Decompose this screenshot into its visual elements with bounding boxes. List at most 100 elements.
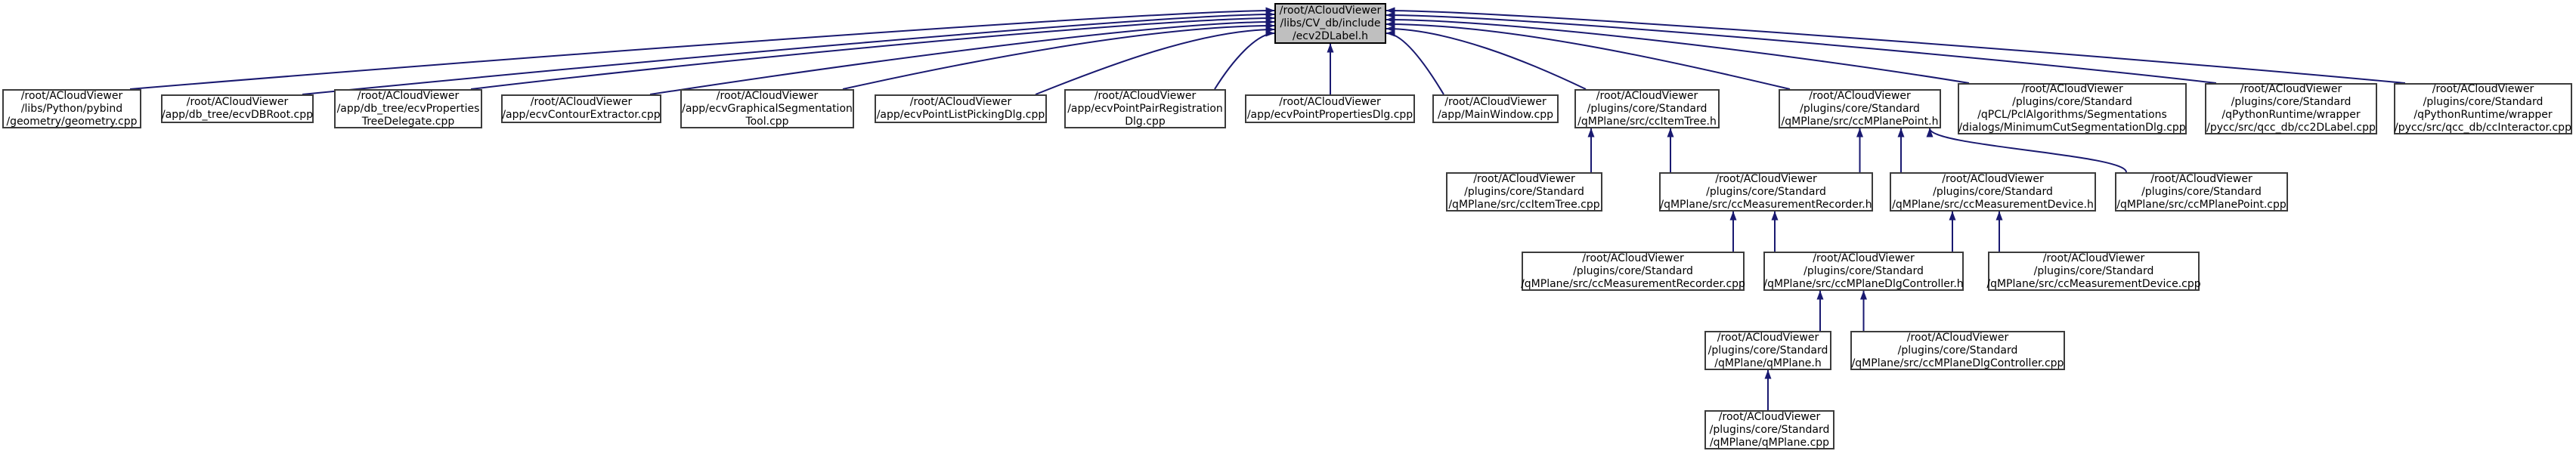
graph-node-label-line: /root/ACloudViewer xyxy=(1906,331,2009,344)
graph-node-label-line: /root/ACloudViewer xyxy=(2240,83,2342,95)
graph-node-label-line: /plugins/core/Standard xyxy=(2141,185,2262,198)
graph-node-qMPlane.h[interactable]: /root/ACloudViewer/plugins/core/Standard… xyxy=(1704,331,1831,370)
graph-node-label-line: /plugins/core/Standard xyxy=(1587,102,1708,115)
graph-node-label-line: /root/ACloudViewer xyxy=(716,89,819,102)
graph-node-label-line: /qPCL/PclAlgorithms/Segmentations xyxy=(1977,109,2167,121)
include-edge-MinimumCutSegmentationDlg.cpp-to-ecv2DLabel.h xyxy=(1386,16,1970,84)
graph-node-label-line: /app/ecvPointListPickingDlg.cpp xyxy=(876,109,1045,121)
include-edge-ecvContourExtractor.cpp-to-ecv2DLabel.h xyxy=(649,18,1275,95)
graph-node-label-line: /qMPlane/src/ccMeasurementRecorder.h xyxy=(1660,198,1872,211)
graph-node-label-line: /qMPlane/src/ccMPlanePoint.h xyxy=(1781,115,1939,128)
graph-node-MainWindow.cpp[interactable]: /root/ACloudViewer/app/MainWindow.cpp xyxy=(1432,94,1559,123)
graph-node-cc2DLabel.cpp[interactable]: /root/ACloudViewer/plugins/core/Standard… xyxy=(2205,83,2377,134)
graph-node-label-line: /app/ecvContourExtractor.cpp xyxy=(502,109,661,121)
include-edge-ccMPlanePoint.cpp-to-ccMPlanePoint.h xyxy=(1926,128,2127,173)
include-edge-ecvPointListPickingDlg.cpp-to-ecv2DLabel.h xyxy=(1035,26,1275,95)
include-edge-ecvPropertiesTreeDelegate.cpp-to-ecv2DLabel.h xyxy=(470,14,1275,90)
graph-node-label-line: /qMPlane/src/ccMPlaneDlgController.cpp xyxy=(1851,357,2064,369)
graph-node-label-line: /geometry/geometry.cpp xyxy=(6,115,138,128)
graph-node-label-line: /root/ACloudViewer xyxy=(530,96,633,108)
graph-node-ecvGraphicalSegmentationTool.cpp[interactable]: /root/ACloudViewer/app/ecvGraphicalSegme… xyxy=(680,89,854,128)
graph-node-qMPlane.cpp[interactable]: /root/ACloudViewer/plugins/core/Standard… xyxy=(1704,410,1834,449)
graph-node-label-line: /root/ACloudViewer xyxy=(2432,83,2534,95)
graph-node-label-line: /plugins/core/Standard xyxy=(2231,96,2352,108)
graph-node-label-line: /qMPlane/qMPlane.h xyxy=(1714,357,1822,369)
graph-node-label-line: /qMPlane/src/ccMeasurementDevice.h xyxy=(1892,198,2094,211)
graph-node-ccItemTree.cpp[interactable]: /root/ACloudViewer/plugins/core/Standard… xyxy=(1446,172,1602,212)
graph-node-label-line: /plugins/core/Standard xyxy=(1708,344,1828,357)
graph-node-label-line: Dlg.cpp xyxy=(1125,115,1166,128)
graph-node-ecvContourExtractor.cpp[interactable]: /root/ACloudViewer/app/ecvContourExtract… xyxy=(501,94,661,123)
graph-node-label-line: /root/ACloudViewer xyxy=(1596,89,1698,102)
graph-node-label-line: /dialogs/MinimumCutSegmentationDlg.cpp xyxy=(1958,122,2186,134)
graph-node-label-line: /root/ACloudViewer xyxy=(1813,252,1915,264)
graph-node-label-line: /plugins/core/Standard xyxy=(1933,185,2053,198)
graph-node-ccMPlaneDlgController.cpp[interactable]: /root/ACloudViewer/plugins/core/Standard… xyxy=(1850,331,2065,370)
graph-node-label-line: /plugins/core/Standard xyxy=(1573,264,1693,277)
graph-node-label-line: /plugins/core/Standard xyxy=(1800,102,1920,115)
graph-node-geometry.cpp[interactable]: /root/ACloudViewer/libs/Python/pybind/ge… xyxy=(2,89,141,128)
graph-node-label-line: /root/ACloudViewer xyxy=(1279,96,1381,108)
include-edge-ecvDBRoot.cpp-to-ecv2DLabel.h xyxy=(302,11,1275,95)
graph-node-label-line: /root/ACloudViewer xyxy=(1717,331,1819,344)
graph-node-ecvPointPairRegistrationDlg.cpp[interactable]: /root/ACloudViewer/app/ecvPointPairRegis… xyxy=(1064,89,1226,128)
graph-node-label-line: /qMPlane/src/ccMPlanePoint.cpp xyxy=(2116,198,2287,211)
graph-node-ccMPlaneDlgController.h[interactable]: /root/ACloudViewer/plugins/core/Standard… xyxy=(1763,252,1964,291)
graph-node-ccMeasurementDevice.cpp[interactable]: /root/ACloudViewer/plugins/core/Standard… xyxy=(1986,252,2201,291)
graph-node-label-line: /qPythonRuntime/wrapper xyxy=(2221,109,2361,121)
graph-node-ccMeasurementDevice.h[interactable]: /root/ACloudViewer/plugins/core/Standard… xyxy=(1890,172,2096,212)
include-edge-ccItemTree.h-to-ecv2DLabel.h xyxy=(1386,25,1587,90)
graph-node-label-line: /qMPlane/src/ccItemTree.cpp xyxy=(1448,198,1600,211)
graph-node-label-line: /app/db_tree/ecvProperties xyxy=(336,102,480,115)
graph-node-ccInteractor.cpp[interactable]: /root/ACloudViewer/plugins/core/Standard… xyxy=(2394,83,2572,134)
graph-node-label-line: /root/ACloudViewer xyxy=(1279,4,1382,17)
graph-node-ccMeasurementRecorder.cpp[interactable]: /root/ACloudViewer/plugins/core/Standard… xyxy=(1521,252,1745,291)
graph-node-label-line: /qMPlane/qMPlane.cpp xyxy=(1709,436,1830,449)
graph-node-label-line: /plugins/core/Standard xyxy=(2012,96,2132,108)
graph-node-ecvPropertiesTreeDelegate.cpp[interactable]: /root/ACloudViewer/app/db_tree/ecvProper… xyxy=(334,89,482,128)
graph-node-label-line: /root/ACloudViewer xyxy=(20,89,123,102)
include-edge-ccInteractor.cpp-to-ecv2DLabel.h xyxy=(1386,7,2406,84)
graph-node-ccMeasurementRecorder.h[interactable]: /root/ACloudViewer/plugins/core/Standard… xyxy=(1659,172,1873,212)
graph-node-label-line: /plugins/core/Standard xyxy=(1709,423,1830,436)
graph-node-ccMPlanePoint.h[interactable]: /root/ACloudViewer/plugins/core/Standard… xyxy=(1779,89,1941,128)
graph-node-label-line: /root/ACloudViewer xyxy=(1809,89,1911,102)
graph-node-label-line: /app/ecvPointPairRegistration xyxy=(1067,102,1223,115)
include-edge-ecvPointPairRegistrationDlg.cpp-to-ecv2DLabel.h xyxy=(1214,29,1275,90)
graph-node-ecvPointPropertiesDlg.cpp[interactable]: /root/ACloudViewer/app/ecvPointPropertie… xyxy=(1245,94,1415,123)
graph-node-label-line: /root/ACloudViewer xyxy=(186,96,289,108)
graph-node-label-line: /plugins/core/Standard xyxy=(1464,185,1584,198)
graph-node-label-line: /plugins/core/Standard xyxy=(2033,264,2154,277)
graph-node-label-line: /root/ACloudViewer xyxy=(1094,89,1197,102)
graph-node-label-line: TreeDelegate.cpp xyxy=(361,115,455,128)
graph-node-label-line: /root/ACloudViewer xyxy=(2042,252,2145,264)
graph-node-label-line: /root/ACloudViewer xyxy=(1715,172,1817,185)
graph-node-label-line: Tool.cpp xyxy=(745,115,789,128)
graph-node-label-line: /pycc/src/qcc_db/cc2DLabel.cpp xyxy=(2206,122,2376,134)
graph-node-label-line: /root/ACloudViewer xyxy=(2150,172,2252,185)
graph-node-label-line: /root/ACloudViewer xyxy=(2021,83,2123,95)
graph-node-label-line: /plugins/core/Standard xyxy=(1706,185,1826,198)
graph-node-label-line: /libs/CV_db/include xyxy=(1280,17,1381,29)
graph-node-MinimumCutSegmentationDlg.cpp[interactable]: /root/ACloudViewer/plugins/core/Standard… xyxy=(1958,83,2187,134)
graph-node-label-line: /qMPlane/src/ccItemTree.h xyxy=(1577,115,1717,128)
graph-node-label-line: /ecv2DLabel.h xyxy=(1292,29,1369,42)
graph-node-ecvPointListPickingDlg.cpp[interactable]: /root/ACloudViewer/app/ecvPointListPicki… xyxy=(875,94,1047,123)
graph-node-label-line: /plugins/core/Standard xyxy=(1897,344,2018,357)
graph-node-ccMPlanePoint.cpp[interactable]: /root/ACloudViewer/plugins/core/Standard… xyxy=(2115,172,2288,212)
graph-node-ccItemTree.h[interactable]: /root/ACloudViewer/plugins/core/Standard… xyxy=(1574,89,1720,128)
graph-node-label-line: /plugins/core/Standard xyxy=(2423,96,2543,108)
graph-node-ecvDBRoot.cpp[interactable]: /root/ACloudViewer/app/db_tree/ecvDBRoot… xyxy=(161,94,314,123)
graph-node-label-line: /app/ecvPointPropertiesDlg.cpp xyxy=(1246,109,1413,121)
include-edge-ccMPlanePoint.h-to-ecv2DLabel.h xyxy=(1386,20,1791,90)
graph-node-label-line: /libs/Python/pybind xyxy=(20,102,123,115)
graph-node-label-line: /qMPlane/src/ccMeasurementDevice.cpp xyxy=(1986,277,2201,290)
graph-node-label-line: /qMPlane/src/ccMPlaneDlgController.h xyxy=(1763,277,1964,290)
graph-node-label-line: /app/db_tree/ecvDBRoot.cpp xyxy=(161,109,314,121)
include-edge-geometry.cpp-to-ecv2DLabel.h xyxy=(129,7,1275,90)
graph-node-label-line: /root/ACloudViewer xyxy=(909,96,1012,108)
include-edge-cc2DLabel.cpp-to-ecv2DLabel.h xyxy=(1386,11,2217,84)
graph-node-ecv2DLabel.h[interactable]: /root/ACloudViewer/libs/CV_db/include/ec… xyxy=(1274,3,1386,44)
